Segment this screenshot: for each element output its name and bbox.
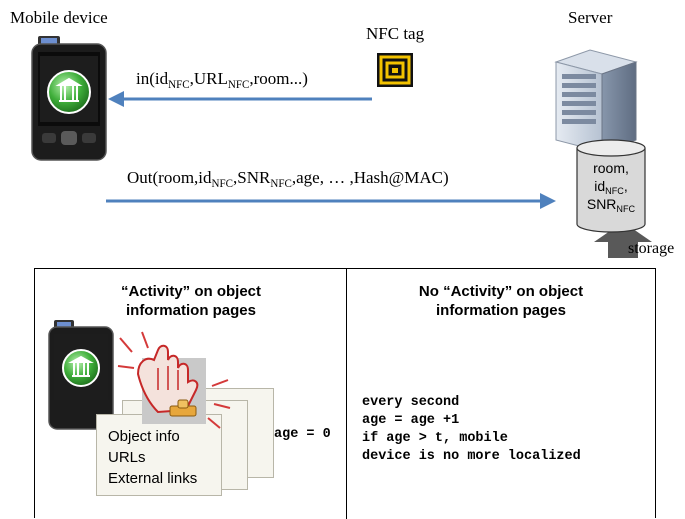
in-message: in(idNFC,URLNFC,room...) — [136, 69, 308, 91]
database-fields: room, idNFC, SNRNFC — [579, 159, 643, 215]
age-update-code: every second age = age +1 if age > t, mo… — [362, 394, 581, 466]
age-reset-text: age = 0 — [274, 427, 331, 442]
database-cylinder — [576, 139, 646, 233]
out-arrow-head — [540, 193, 556, 209]
in-arrow-head — [108, 91, 124, 107]
code-line-1: every second — [362, 395, 460, 410]
server-icon — [554, 49, 638, 153]
mobile-device-icon — [48, 320, 114, 430]
db-field-snr: SNRNFC — [586, 196, 636, 215]
storage-label: storage — [628, 240, 675, 257]
info-line-external-links: External links — [108, 470, 198, 487]
mobile-device-icon — [31, 36, 107, 161]
code-line-4: device is no more localized — [362, 449, 581, 464]
right-panel-heading: No “Activity” on object information page… — [418, 283, 584, 319]
comparison-panel — [34, 268, 656, 518]
code-line-2: age = age +1 — [362, 413, 460, 428]
server-label: Server — [568, 8, 613, 27]
db-field-room: room, — [593, 160, 629, 176]
nfc-tag-label: NFC tag — [366, 24, 425, 43]
page-stack-front — [96, 414, 222, 496]
message-arrows — [106, 91, 652, 258]
code-line-3: if age > t, mobile — [362, 431, 508, 446]
object-info-list: Object info URLs External links — [108, 426, 228, 489]
hand-press-icon — [117, 331, 231, 429]
out-message: Out(room,idNFC,SNRNFC,age, … ,Hash@MAC) — [127, 168, 449, 190]
db-field-id: idNFC, — [594, 178, 628, 197]
mobile-device-label: Mobile device — [10, 8, 108, 27]
info-line-urls: URLs — [108, 449, 146, 466]
nfc-tag-icon — [377, 53, 413, 87]
panel-divider — [346, 268, 347, 519]
info-line-object-info: Object info — [108, 428, 180, 445]
storage-arrow — [594, 222, 652, 258]
left-panel-heading: “Activity” on object information pages — [120, 283, 262, 319]
